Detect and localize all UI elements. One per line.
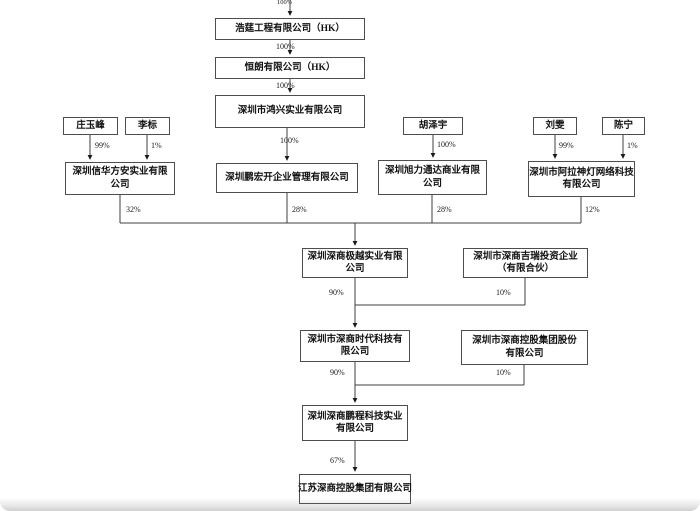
node-label: 庄玉峰 [76, 120, 105, 131]
ownership-label-hu-xuli: 100% [437, 140, 456, 149]
ownership-label-haoting-henglang: 100% [276, 42, 295, 51]
node-jiangsu-shenshang-holding: 江苏深商控股集团有限公司 [298, 474, 413, 504]
ownership-label-henglang-hongxing: 100% [276, 81, 295, 90]
node-jizhi-industrial: 深圳深商极越实业有限公司 [302, 248, 408, 278]
node-label: 深圳市鸿兴实业有限公司 [237, 106, 343, 117]
node-label: 陈宁 [613, 120, 633, 131]
node-label: 刘雯 [545, 120, 565, 131]
node-label-line1: 深圳市深商控股集团股份 [472, 336, 577, 347]
ownership-label-hongxing-penghongkai: 100% [280, 136, 299, 145]
node-konggu-group-shares: 深圳市深商控股集团股份 有限公司 [461, 330, 588, 365]
node-label: 恒朗有限公司（HK） [244, 62, 336, 73]
node-label: 深圳鹏宏开企业管理有限公司 [225, 172, 349, 183]
node-henglang-hk: 恒朗有限公司（HK） [215, 57, 365, 79]
node-label: 江苏深商控股集团有限公司 [298, 483, 413, 494]
ownership-label-jizhi-shidai: 90% [329, 288, 344, 297]
node-label-line2: 有限公司 [335, 424, 374, 434]
ownership-label-alashendeng-jizhi: 12% [585, 205, 600, 214]
node-label-line1: 深圳市深商吉瑞投资企业 [473, 251, 578, 262]
ownership-label-zhuang-xinhua: 99% [95, 141, 110, 150]
node-hongxing-industrial: 深圳市鸿兴实业有限公司 [215, 95, 365, 128]
node-label: 李标 [137, 120, 157, 131]
ownership-label-penghongkai-jizhi: 28% [292, 205, 307, 214]
ownership-label-pengcheng-jiangsu: 67% [330, 456, 345, 465]
node-label: 深圳深商极越实业有限公司 [307, 251, 403, 274]
ownership-label-shidai-pengcheng: 90% [330, 368, 345, 377]
node-label: 深圳市深商时代科技有限公司 [307, 334, 403, 357]
ownership-label-jirui-shidai: 10% [496, 288, 511, 297]
node-shidai-technology: 深圳市深商时代科技有限公司 [300, 330, 410, 362]
ownership-label-xinhua-jizhi: 32% [126, 205, 141, 214]
node-xuli-tongda: 深圳旭力通达商业有限公司 [378, 160, 487, 195]
node-jirui-investment-lp: 深圳市深商吉瑞投资企业 （有限合伙） [463, 248, 588, 278]
node-label: 胡泽宇 [418, 120, 448, 131]
node-person-chen-ning: 陈宁 [602, 117, 645, 135]
node-person-hu-zeyu: 胡泽宇 [403, 117, 463, 135]
ownership-label-konggu-pengcheng: 10% [496, 368, 511, 377]
ownership-label-into-haoting: 100% [277, 0, 293, 6]
node-haoting-engineering-hk: 浩莛工程有限公司（HK） [215, 18, 365, 40]
node-xinhua-fangan: 深圳信华方安实业有限公司 [65, 162, 175, 195]
node-label: 深圳信华方安实业有限公司 [72, 167, 168, 190]
ownership-label-li-xinhua: 1% [151, 141, 162, 150]
node-label-line2: 有限公司 [505, 348, 544, 359]
node-label: 深圳旭力通达商业有限公司 [384, 166, 480, 189]
node-label-line2: （有限合伙） [496, 264, 554, 274]
page-bottom-shadow [0, 498, 700, 511]
node-pengcheng-technology: 深圳深商鹏程科技实业 有限公司 [302, 405, 408, 441]
node-person-liu-wen: 刘雯 [533, 117, 577, 135]
ownership-label-chen-alashendeng: 1% [627, 141, 638, 150]
node-person-li-biao: 李标 [125, 117, 170, 135]
node-alashendeng-network: 深圳市阿拉神灯网络科技 有限公司 [528, 161, 635, 197]
node-label-line2: 有限公司 [562, 180, 601, 190]
node-person-zhuang-yufeng: 庄玉峰 [63, 117, 118, 135]
node-penghongkai-management: 深圳鹏宏开企业管理有限公司 [216, 163, 358, 193]
node-label-line1: 深圳市阿拉神灯网络科技 [529, 167, 634, 178]
ownership-label-xuli-jizhi: 28% [437, 205, 452, 214]
node-label: 浩莛工程有限公司（HK） [235, 23, 345, 34]
ownership-label-liu-alashendeng: 99% [559, 141, 574, 150]
node-label-line1: 深圳深商鹏程科技实业 [307, 411, 403, 422]
